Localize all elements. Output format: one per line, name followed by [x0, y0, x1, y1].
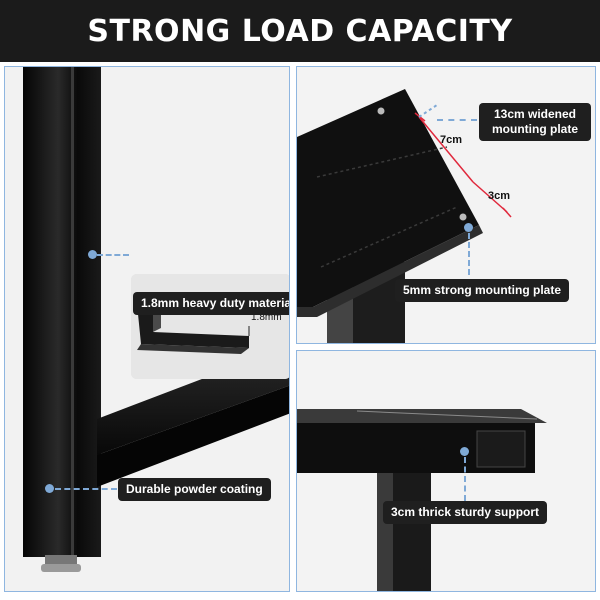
coating-leader-line — [55, 488, 117, 490]
plate-wide-leader-line — [437, 119, 477, 121]
page-title: STRONG LOAD CAPACITY — [87, 13, 513, 49]
dimension-3cm-label: 3cm — [488, 190, 511, 202]
plate-wide-label: 13cm widened mounting plate — [479, 103, 591, 141]
material-profile-inset: 1.8mm — [131, 274, 289, 379]
dimension-7cm-label: 7cm — [440, 134, 463, 146]
material-marker-dot — [88, 250, 97, 259]
material-label: 1.8mm heavy duty material — [133, 292, 289, 315]
material-leader-line — [97, 254, 129, 256]
title-banner: STRONG LOAD CAPACITY — [0, 0, 600, 62]
support-label: 3cm thrick sturdy support — [383, 501, 548, 524]
support-panel: 3cm thrick sturdy support — [296, 350, 596, 592]
support-frame-image — [297, 351, 595, 591]
angle-profile-image — [131, 274, 289, 379]
coating-marker-dot — [45, 484, 54, 493]
mounting-plate-panel: 7cm 3cm 13cm widened mounting plate 5mm … — [296, 66, 596, 344]
material-dimension-label: 1.8mm — [251, 312, 282, 323]
support-leader-line — [464, 457, 466, 501]
plate-strong-label: 5mm strong mounting plate — [395, 279, 570, 302]
leg-photo-panel: 1.8mm 1.8mm heavy duty material Durable … — [4, 66, 290, 592]
plate-strong-marker-dot — [464, 223, 473, 232]
coating-label: Durable powder coating — [118, 478, 271, 501]
support-marker-dot — [460, 447, 469, 456]
plate-strong-leader-line — [468, 233, 470, 275]
